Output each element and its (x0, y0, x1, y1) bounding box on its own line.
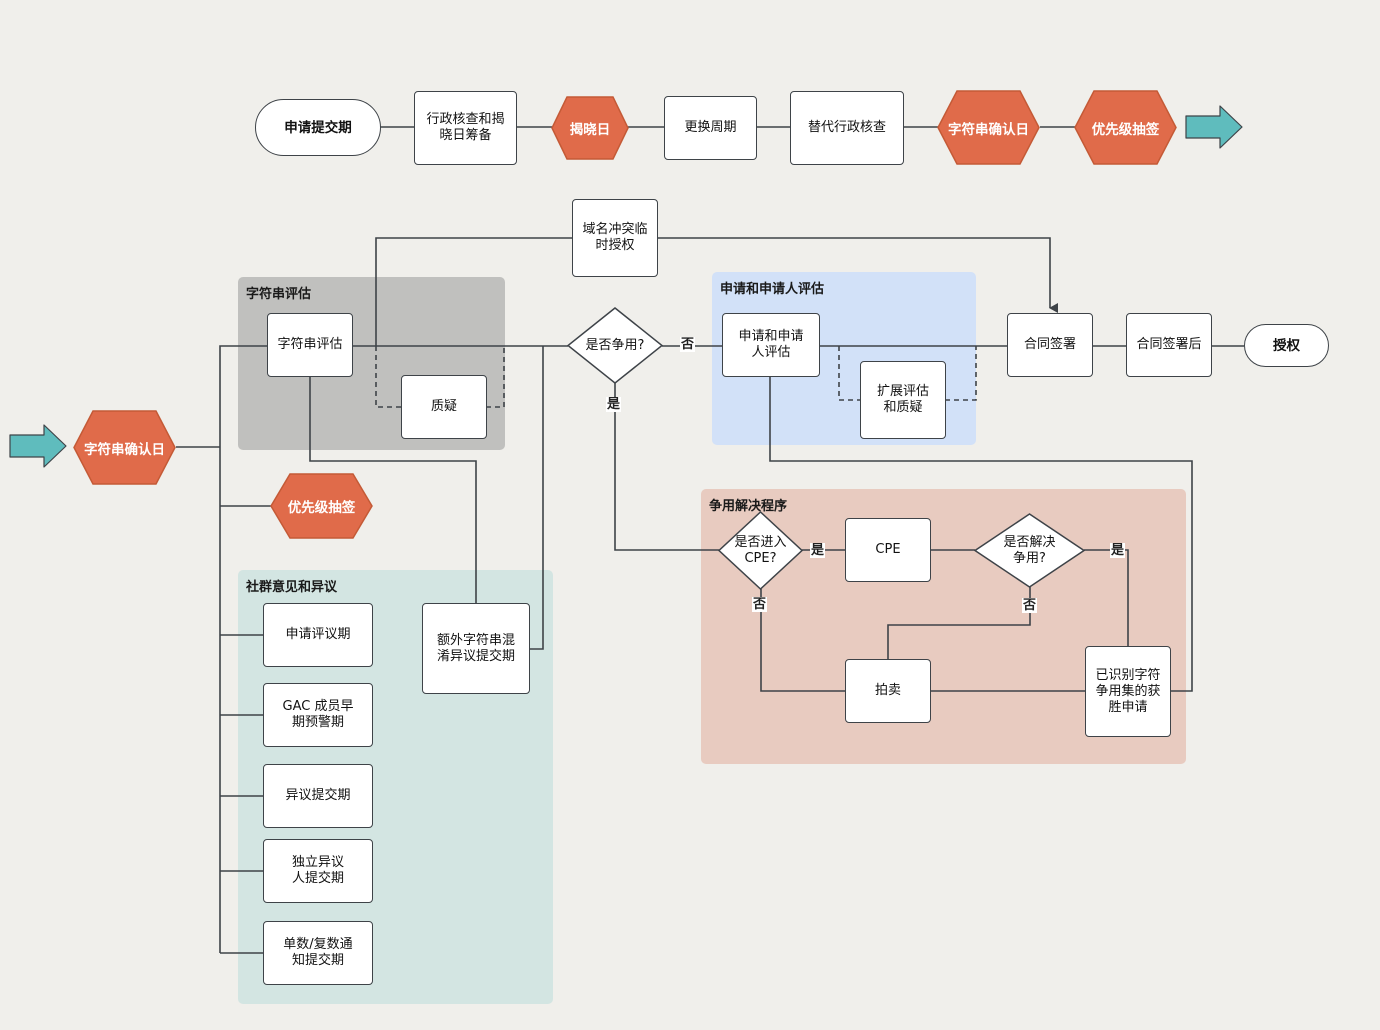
prioritization-draw-node[interactable]: 优先级抽签 (1074, 90, 1177, 165)
prioritization-draw-branch-node[interactable]: 优先级抽签 (270, 473, 373, 539)
connector-dashed (375, 346, 401, 408)
string-confusion-objection-node[interactable]: 额外字符串混淆异议提交期 (422, 603, 530, 694)
admin-check-reveal-prep-node[interactable]: 行政核查和揭晓日筹备 (414, 91, 517, 165)
node-label: 字符串确认日 (948, 121, 1029, 138)
connector (769, 377, 1193, 692)
hexagon-shape (937, 90, 1040, 165)
edge-label-yes: 是 (606, 397, 622, 412)
connector (530, 346, 544, 650)
challenge-node[interactable]: 质疑 (401, 375, 487, 439)
node-label: 字符串确认日 (84, 441, 165, 458)
node-label: 是否解决争用? (1003, 534, 1056, 566)
connector (760, 589, 846, 692)
contention-question-node[interactable]: 是否争用? (567, 307, 663, 384)
cpe-node[interactable]: CPE (845, 518, 931, 582)
group-title: 申请和申请人评估 (720, 282, 825, 297)
application-submission-node[interactable]: 申请提交期 (255, 99, 381, 156)
enter-cpe-question-node[interactable]: 是否进入 CPE? (718, 511, 803, 590)
group-title: 社群意见和异议 (246, 580, 338, 595)
hexagon-shape (73, 410, 176, 485)
objection-filing-node[interactable]: 异议提交期 (263, 764, 373, 828)
edge-label-no: 否 (680, 337, 696, 352)
hexagon-shape (270, 473, 373, 539)
node-label: 优先级抽签 (1091, 121, 1160, 138)
application-evaluation-node[interactable]: 申请和申请人评估 (722, 313, 820, 377)
node-label: 优先级抽签 (287, 500, 356, 516)
node-label: 是否进入 CPE? (734, 534, 787, 566)
string-confirmation-day-node[interactable]: 字符串确认日 (937, 90, 1040, 165)
node-label: 揭晓日 (569, 122, 611, 138)
resolved-question-node[interactable]: 是否解决争用? (974, 513, 1085, 588)
contract-signing-node[interactable]: 合同签署 (1007, 313, 1093, 377)
singular-plural-node[interactable]: 单数/复数通知提交期 (263, 921, 373, 985)
alternate-admin-check-node[interactable]: 替代行政核查 (790, 91, 904, 165)
node-label: 是否争用? (585, 337, 645, 353)
continue-arrow-icon (1185, 105, 1243, 149)
connector (219, 345, 268, 953)
extended-evaluation-node[interactable]: 扩展评估和质疑 (860, 361, 946, 439)
hexagon-shape (551, 96, 629, 160)
connector-dashed (838, 346, 861, 401)
edge-label-no: 否 (1022, 598, 1038, 613)
change-period-node[interactable]: 更换周期 (664, 96, 757, 160)
comment-period-node[interactable]: 申请评议期 (263, 603, 373, 667)
name-collision-node[interactable]: 域名冲突临时授权 (572, 199, 658, 277)
post-contract-node[interactable]: 合同签署后 (1126, 313, 1212, 377)
diamond-shape (567, 307, 663, 384)
start-arrow-icon (9, 424, 67, 468)
hexagon-shape (1074, 90, 1177, 165)
connector (614, 383, 719, 551)
edge-label-yes: 是 (1110, 543, 1126, 558)
connector (658, 237, 1058, 313)
connector-dashed (945, 346, 977, 401)
connector-dashed (486, 346, 505, 408)
reveal-day-node[interactable]: 揭晓日 (551, 96, 629, 160)
string-evaluation-node[interactable]: 字符串评估 (267, 313, 353, 377)
gac-early-warning-node[interactable]: GAC 成员早期预警期 (263, 683, 373, 747)
diamond-shape (974, 513, 1085, 588)
winner-node[interactable]: 已识别字符争用集的获胜申请 (1085, 646, 1171, 737)
connector (887, 587, 1031, 660)
connector (1084, 549, 1129, 646)
edge-label-yes: 是 (810, 543, 826, 558)
delegation-node[interactable]: 授权 (1244, 324, 1329, 367)
edge-label-no: 否 (752, 597, 768, 612)
independent-objector-node[interactable]: 独立异议人提交期 (263, 839, 373, 903)
string-confirmation-day-start-node[interactable]: 字符串确认日 (73, 410, 176, 485)
diamond-shape (718, 511, 803, 590)
group-title: 字符串评估 (246, 287, 312, 302)
group-title: 争用解决程序 (709, 499, 788, 514)
auction-node[interactable]: 拍卖 (845, 659, 931, 723)
connector (375, 237, 573, 346)
connector (309, 377, 477, 604)
